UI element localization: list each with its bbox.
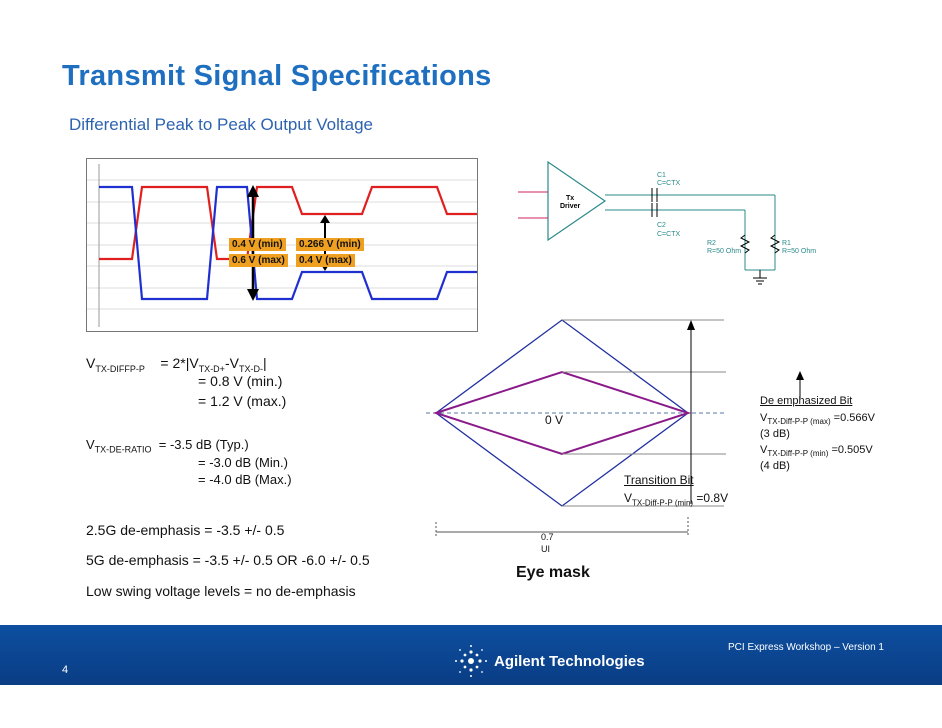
page-number: 4 (62, 664, 69, 676)
svg-text:Driver: Driver (560, 203, 581, 210)
agilent-spark-icon (455, 645, 487, 677)
deemph-max-value: VTX-Diff-P-P (max) =0.566V (760, 412, 875, 426)
deemph-max-db: (3 dB) (760, 428, 790, 440)
transition-val: =0.8V (696, 491, 729, 505)
red-trace (99, 185, 477, 261)
spec-vde-max: = -4.0 dB (Max.) (198, 472, 292, 487)
spec-deemph-5g: 5G de-emphasis = -3.5 +/- 0.5 OR -6.0 +/… (86, 552, 370, 568)
page-title: Transmit Signal Specifications (62, 60, 492, 92)
svg-text:R=50 Ohm: R=50 Ohm (782, 248, 816, 255)
svg-text:R=50 Ohm: R=50 Ohm (707, 248, 741, 255)
spec-deemph-2.5g: 2.5G de-emphasis = -3.5 +/- 0.5 (86, 522, 285, 538)
waveform-svg (87, 164, 477, 327)
eye-zero-label: 0 V (545, 413, 564, 427)
eye-mask-caption: Eye mask (516, 564, 590, 581)
spec-vde-sub: TX-DE-RATIO (94, 444, 152, 455)
deemph-min-v: V (760, 444, 768, 456)
svg-text:C2: C2 (657, 222, 666, 229)
spec-vdiff-max: = 1.2 V (max.) (198, 393, 287, 409)
footer-workshop-text: PCI Express Workshop – Version 1 (728, 642, 884, 653)
spec-vde-typ: = -3.5 dB (Typ.) (158, 437, 249, 452)
deemph-min-val: =0.505V (831, 444, 873, 456)
eye-inner-diamond (432, 370, 692, 456)
spec-vdiff-sub2: TX-D+ (198, 363, 225, 374)
scope-label-0.6v-max: 0.6 V (max) (229, 254, 288, 267)
transition-sub: TX-Diff-P-P (min) (632, 498, 694, 508)
scope-label-0.4v-max: 0.4 V (max) (296, 254, 355, 267)
spec-vde-line: VTX-DE-RATIO = -3.5 dB (Typ.) (86, 437, 249, 455)
svg-text:C1: C1 (657, 172, 666, 179)
svg-text:R1: R1 (782, 240, 791, 247)
spec-vdiff-v: V (86, 355, 96, 371)
page-subtitle: Differential Peak to Peak Output Voltage (69, 115, 373, 134)
spec-vdiff-mid: -V (224, 355, 239, 371)
deemph-bit-title: De emphasized Bit (760, 395, 853, 407)
transition-bit-value: VTX-Diff-P-P (min) =0.8V (624, 491, 728, 507)
deemph-max-v: V (760, 412, 768, 424)
svg-text:C=CTX: C=CTX (657, 180, 680, 187)
spec-vdiff-sub3: TX-D- (238, 363, 263, 374)
spec-vdiff-line: VTX-DIFFP-P = 2*|VTX-D+-VTX-D-| (86, 355, 267, 374)
transition-v: V (624, 491, 633, 505)
deemph-max-val: =0.566V (833, 412, 875, 424)
spec-vde-min: = -3.0 dB (Min.) (198, 455, 288, 470)
eye-ui-label-value: 0.7 (541, 532, 554, 542)
scope-waveform-panel (86, 158, 478, 332)
blue-trace (99, 185, 477, 301)
tx-driver-label: Tx (566, 195, 574, 202)
transition-bit-title: Transition Bit (624, 473, 694, 487)
deemph-max-sub: TX-Diff-P-P (max) (767, 417, 831, 427)
agilent-logo-text: Agilent Technologies (494, 653, 645, 670)
tx-driver-triangle (547, 160, 607, 242)
spec-vdiff-end: | (262, 355, 267, 371)
svg-text:C=CTX: C=CTX (657, 231, 680, 238)
deemph-min-value: VTX-Diff-P-P (min) =0.505V (760, 444, 873, 458)
eye-ui-label-unit: UI (541, 544, 550, 554)
eye-mask-diagram (426, 312, 800, 562)
scope-label-0.4v-min: 0.4 V (min) (229, 238, 286, 251)
tx-driver-schematic: Tx Driver C1 C=CTX C2 C=CTX R2 R=50 Ohm … (510, 160, 820, 295)
scope-label-0.266v-min: 0.266 V (min) (296, 238, 364, 251)
deemph-bit-arrow (796, 371, 804, 398)
deemph-min-sub: TX-Diff-P-P (min) (767, 449, 829, 459)
spec-low-swing: Low swing voltage levels = no de-emphasi… (86, 583, 356, 599)
deemph-min-db: (4 dB) (760, 460, 790, 472)
spec-vdiff-sub: TX-DIFFP-P (95, 363, 145, 374)
spec-vdiff-eq: = 2*|V (160, 355, 199, 371)
spec-vde-v: V (86, 437, 95, 452)
spec-vdiff-min: = 0.8 V (min.) (198, 373, 283, 389)
svg-text:R2: R2 (707, 240, 716, 247)
